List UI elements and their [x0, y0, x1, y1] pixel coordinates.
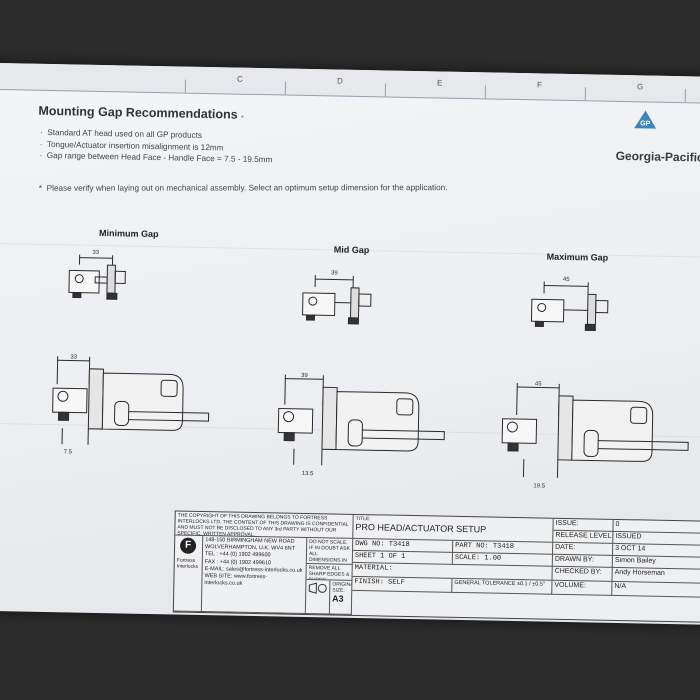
no-scale-note: DO NOT SCALE. IF IN DOUBT ASK ALL DIMENS… [306, 538, 354, 565]
note-text: Gap range between Head Face - Handle Fac… [46, 150, 273, 165]
column-tick [684, 89, 686, 103]
mid-gap-top-view: 39 [302, 270, 372, 325]
original-size-label: ORIGINAL SIZE: [332, 581, 353, 594]
max-gap-top-view: 45 [530, 277, 609, 332]
column-ruler: C D E F G H [0, 62, 700, 105]
max-gap-side-view: 45 19.5 [501, 381, 689, 490]
logo-badge: GP [640, 120, 651, 127]
max-bottom-dimension: 19.5 [533, 483, 545, 489]
min-gap-side-view: 33 7.5 [52, 354, 210, 456]
note-text: Standard AT head used on all GP products [47, 127, 203, 140]
copyright-notice: THE COPYRIGHT OF THIS DRAWING BELONGS TO… [175, 511, 354, 539]
max-side-dimension: 45 [535, 381, 542, 387]
drawn-by-label: DRAWN BY: [552, 554, 613, 568]
edges-note: REMOVE ALL SHARP EDGES & BURRS [306, 564, 353, 581]
checked-by-label: CHECKED BY: [552, 566, 613, 582]
notes-list: · Standard AT head used on all GP produc… [39, 127, 272, 166]
mid-side-dimension: 39 [301, 373, 308, 379]
gap-label-minimum: Minimum Gap [98, 227, 159, 240]
gap-label-maximum: Maximum Gap [546, 251, 609, 263]
column-letter: F [536, 80, 542, 90]
title-block: THE COPYRIGHT OF THIS DRAWING BELONGS TO… [172, 510, 700, 624]
company-address: 148-150 BIRMINGHAM NEW ROAD WOLVERHAMPTO… [201, 536, 308, 615]
min-bottom-dimension: 7.5 [64, 449, 73, 455]
column-tick [184, 79, 187, 93]
company-name: Fortress Interlocks [176, 557, 199, 570]
min-top-dimension: 33 [92, 250, 99, 256]
volume-label: VOLUME: [552, 580, 613, 596]
gap-label-mid: Mid Gap [333, 244, 370, 256]
drawing-sheet: C D E F G H Mounting Gap Recommendations… [0, 62, 700, 626]
column-tick [384, 83, 387, 97]
general-tolerance: GENERAL TOLERANCE ±0.1 / ±0.5° [452, 578, 553, 595]
projection-symbol [305, 580, 331, 615]
mid-top-dimension: 39 [331, 270, 338, 276]
page-title: Mounting Gap Recommendations ▪ [38, 104, 244, 122]
column-letter: D [336, 76, 343, 86]
column-letter: C [236, 74, 243, 84]
min-gap-top-view: 33 [68, 250, 126, 300]
logo-text: Georgia-Pacific [615, 148, 700, 165]
finish-field: FINISH: SELF [352, 576, 453, 593]
verify-note-text: Please verify when laying out on mechani… [46, 183, 448, 193]
title-marker: ▪ [241, 113, 244, 121]
third-angle-icon [308, 582, 327, 594]
volume-value: N/A [612, 581, 700, 599]
column-tick [584, 87, 586, 101]
column-tick [284, 81, 287, 95]
column-tick [484, 85, 486, 99]
mid-bottom-dimension: 13.5 [302, 471, 314, 477]
web-line: WEB SITE: www.fortress-interlocks.co.uk [204, 573, 268, 588]
original-size-value: A3 [332, 593, 344, 604]
max-top-dimension: 45 [563, 277, 570, 283]
mid-gap-side-view: 39 13.5 [277, 373, 445, 477]
fortress-logo-mark: F [179, 537, 197, 554]
min-side-dimension: 33 [70, 354, 77, 360]
fortress-logo: F Fortress Interlocks [173, 535, 204, 613]
logo-triangle [634, 110, 657, 129]
verify-note: * Please verify when laying out on mecha… [38, 183, 448, 193]
column-letter: G [636, 82, 644, 92]
georgia-pacific-logo: GP [634, 110, 657, 129]
page-title-text: Mounting Gap Recommendations [38, 103, 238, 122]
column-letter: E [436, 78, 443, 88]
original-size: ORIGINAL SIZE: A3 [329, 580, 353, 615]
